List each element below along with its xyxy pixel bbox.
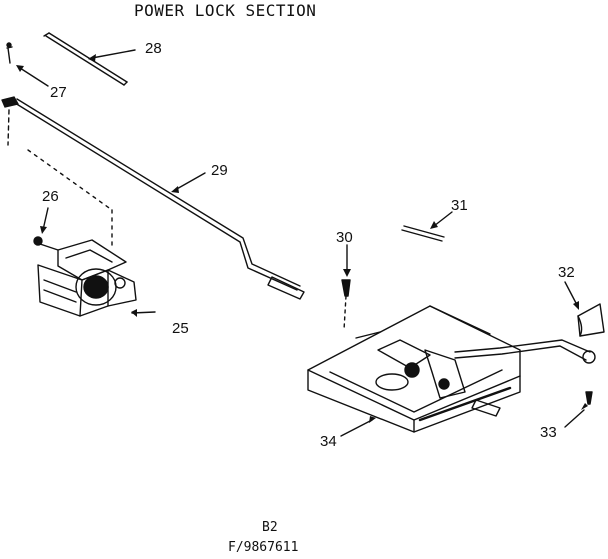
- screw-part-27: [6, 42, 13, 64]
- page-code: B2: [262, 520, 278, 535]
- callout-31: 31: [451, 197, 468, 214]
- guide-line: [7, 109, 10, 146]
- callout-30: 30: [336, 229, 353, 246]
- callout-25: 25: [172, 320, 189, 337]
- diagram-title: POWER LOCK SECTION: [134, 1, 317, 20]
- leader-lines: [19, 49, 585, 437]
- rod-clip-part-28: [43, 32, 128, 86]
- callout-29: 29: [211, 162, 228, 179]
- screw-part-30: [341, 279, 351, 331]
- callout-33: 33: [540, 424, 557, 441]
- callout-26: 26: [42, 188, 59, 205]
- lock-lever: [454, 339, 596, 364]
- screw-part-33: [585, 391, 593, 405]
- knob-cap-part-32: [577, 303, 605, 337]
- arrowheads: [16, 54, 588, 423]
- lock-rod-part-29: [14, 98, 305, 300]
- screw-part-26: [33, 236, 59, 251]
- actuator-motor-part-25: [37, 239, 137, 317]
- callout-27: 27: [50, 84, 67, 101]
- callout-labels: 28 27 29 26 30 31 32 25 34 33: [42, 40, 575, 450]
- mounting-plate-part-34: [307, 305, 521, 433]
- callout-34: 34: [320, 433, 337, 450]
- callout-32: 32: [558, 264, 575, 281]
- guide-line: [27, 149, 113, 211]
- pin-part-31: [401, 225, 445, 242]
- drawing-number: F/9867611: [228, 540, 299, 555]
- rod-bracket: [1, 96, 19, 108]
- callout-28: 28: [145, 40, 162, 57]
